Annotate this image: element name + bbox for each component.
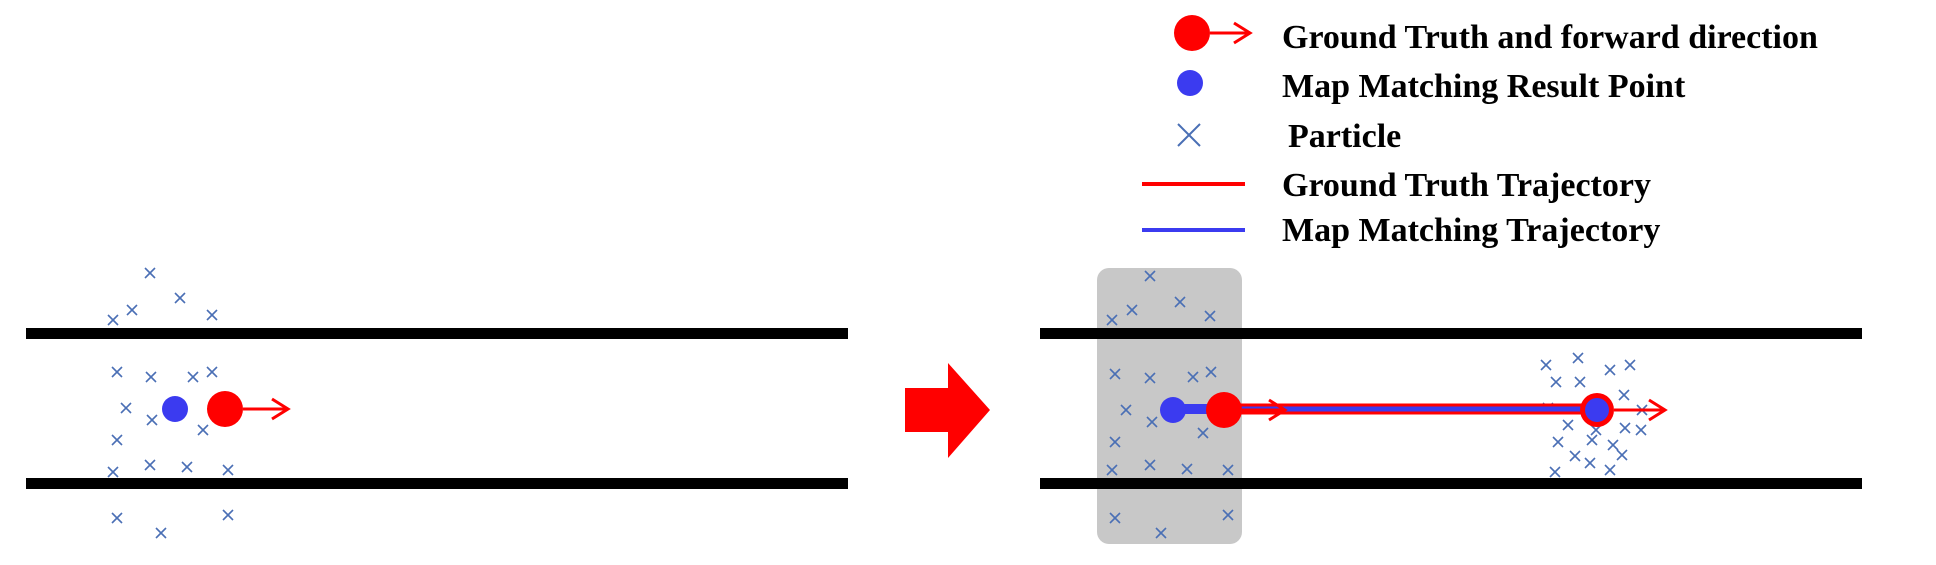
particle-marker — [155, 527, 167, 539]
particle-marker — [1569, 450, 1581, 462]
particle-marker — [1572, 352, 1584, 364]
particle-marker — [120, 402, 132, 414]
particle-marker — [1144, 270, 1156, 282]
particle-marker — [1604, 464, 1616, 476]
particle-marker — [1109, 368, 1121, 380]
particle-marker — [1562, 419, 1574, 431]
particle-marker — [1607, 439, 1619, 451]
legend: Ground Truth and forward direction Map M… — [1142, 15, 1818, 249]
particle-marker — [111, 512, 123, 524]
map-matching-result-point — [162, 396, 188, 422]
particle-marker — [1144, 459, 1156, 471]
particle-marker — [145, 371, 157, 383]
particle-marker — [111, 434, 123, 446]
map-matching-result-point — [1160, 397, 1186, 423]
particle-marker — [1618, 389, 1630, 401]
legend-label-ground-truth: Ground Truth and forward direction — [1282, 19, 1818, 56]
map-matching-trajectory — [1172, 404, 1597, 414]
legend-label-particle: Particle — [1288, 118, 1401, 155]
road-upper-edge — [26, 328, 848, 339]
particle-marker — [1197, 427, 1209, 439]
particle-marker — [1146, 416, 1158, 428]
map-matching-result-point — [1585, 398, 1609, 422]
particle-marker — [206, 366, 218, 378]
particle-marker — [146, 414, 158, 426]
particle-marker — [1619, 422, 1631, 434]
particle-marker — [1120, 404, 1132, 416]
road-upper-edge — [1040, 328, 1862, 339]
red-dot-with-arrow-icon — [1174, 15, 1253, 51]
right-arrow-icon — [905, 363, 990, 458]
particle-marker — [206, 309, 218, 321]
particle-cluster-resampled — [1540, 352, 1648, 478]
particle-marker — [181, 461, 193, 473]
particle-marker — [222, 464, 234, 476]
particle-marker — [1126, 304, 1138, 316]
forward-direction-arrow — [1242, 398, 1288, 422]
blue-dot-icon — [1177, 70, 1203, 96]
particle-marker — [1552, 436, 1564, 448]
particle-marker — [1222, 509, 1234, 521]
particle-marker — [1574, 376, 1586, 388]
particle-cluster — [107, 267, 234, 539]
particle-marker — [1106, 464, 1118, 476]
particle-marker — [107, 466, 119, 478]
particle-marker — [1174, 296, 1186, 308]
particle-marker — [1106, 314, 1118, 326]
particle-marker — [1550, 376, 1562, 388]
left-panel — [26, 267, 848, 539]
particle-marker — [174, 292, 186, 304]
particle-marker — [126, 304, 138, 316]
particle-marker — [1155, 527, 1167, 539]
particle-marker — [1222, 464, 1234, 476]
particle-marker — [1616, 449, 1628, 461]
particle-marker — [197, 424, 209, 436]
legend-label-map-matching-point: Map Matching Result Point — [1282, 68, 1686, 105]
particle-marker — [1204, 310, 1216, 322]
cross-icon — [1177, 123, 1201, 147]
particle-marker — [1205, 366, 1217, 378]
particle-marker — [111, 366, 123, 378]
ground-truth-point — [1206, 392, 1242, 428]
particle-marker — [144, 267, 156, 279]
particle-marker — [144, 459, 156, 471]
legend-label-ground-truth-trajectory: Ground Truth Trajectory — [1282, 167, 1651, 204]
particle-marker — [107, 314, 119, 326]
legend-label-map-matching-trajectory: Map Matching Trajectory — [1282, 212, 1660, 249]
forward-direction-arrow — [1614, 398, 1668, 422]
particle-marker — [187, 371, 199, 383]
right-panel — [1040, 268, 1862, 544]
particle-marker — [1604, 364, 1616, 376]
particle-cluster-initial — [1106, 270, 1234, 539]
particle-marker — [1109, 512, 1121, 524]
ground-truth-point — [207, 391, 243, 427]
particle-marker — [1624, 359, 1636, 371]
particle-marker — [1187, 371, 1199, 383]
road-lower-edge — [1040, 478, 1862, 489]
particle-marker — [1635, 424, 1647, 436]
particle-marker — [222, 509, 234, 521]
particle-marker — [1540, 359, 1552, 371]
road-lower-edge — [26, 478, 848, 489]
particle-marker — [1109, 436, 1121, 448]
particle-marker — [1586, 434, 1598, 446]
ground-truth-trajectory — [1224, 403, 1597, 415]
particle-marker — [1144, 372, 1156, 384]
particle-marker — [1584, 457, 1596, 469]
particle-marker — [1549, 466, 1561, 478]
particle-marker — [1181, 463, 1193, 475]
forward-direction-arrow — [243, 397, 291, 421]
